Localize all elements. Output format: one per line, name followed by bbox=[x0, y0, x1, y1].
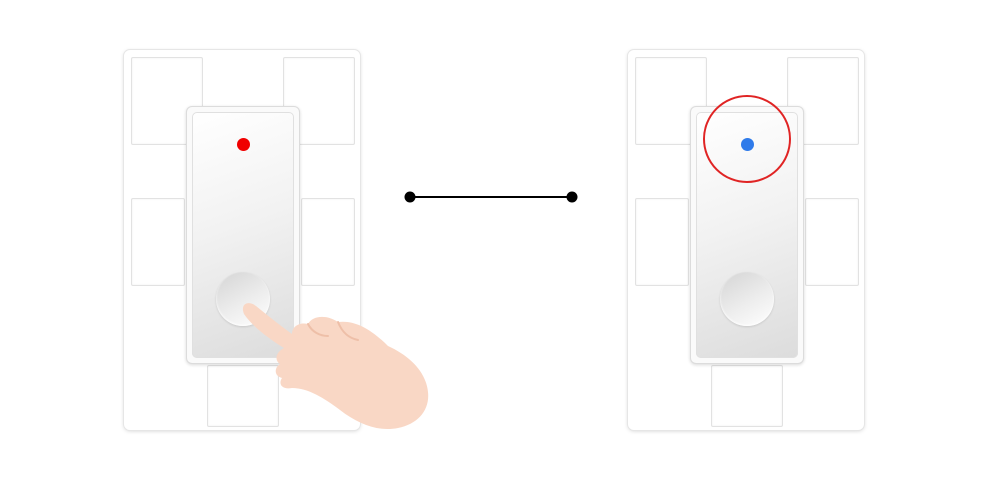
bracket-pad-middle-left bbox=[131, 198, 185, 286]
bracket-pad-middle-left bbox=[635, 198, 689, 286]
bracket-pad-middle-right bbox=[301, 198, 355, 286]
connector-start-dot bbox=[404, 191, 416, 203]
hand-shape bbox=[242, 303, 429, 430]
left-device bbox=[186, 106, 300, 364]
finger-crease bbox=[307, 323, 329, 337]
bracket-pad-bottom-center bbox=[207, 365, 279, 427]
knuckle-crease bbox=[337, 321, 359, 341]
bracket-pad-middle-right bbox=[805, 198, 859, 286]
led-highlight-circle bbox=[703, 95, 791, 183]
right-device-button[interactable] bbox=[720, 272, 774, 326]
connector-end-dot bbox=[566, 191, 578, 203]
pointing-hand-icon bbox=[242, 303, 429, 430]
led-indicator-red bbox=[237, 138, 250, 151]
transition-connector bbox=[404, 191, 578, 203]
bracket-pad-bottom-center bbox=[711, 365, 783, 427]
left-mounting-bracket bbox=[124, 50, 360, 430]
